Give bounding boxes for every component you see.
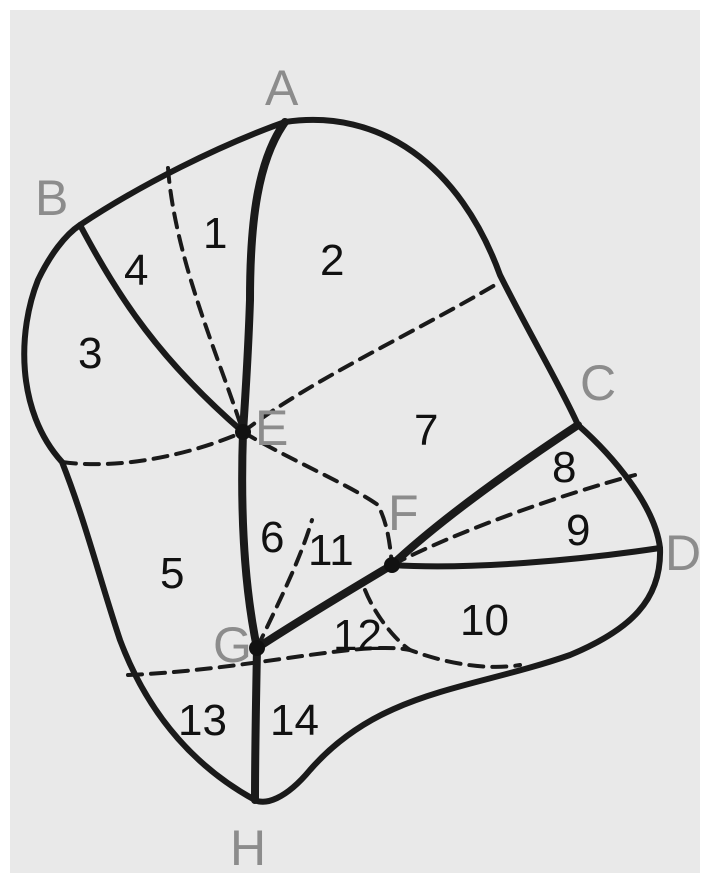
region-label-11: 11 [308, 526, 354, 575]
region-label-7: 7 [414, 406, 438, 455]
region-label-14: 14 [270, 696, 319, 745]
vertex-label-d: D [665, 525, 701, 581]
dashed-e-right [241, 280, 502, 434]
region-label-1: 1 [203, 209, 227, 258]
region-label-13: 13 [178, 696, 227, 745]
vertex-label-c: C [580, 355, 616, 411]
dashed-g-mid [255, 518, 314, 650]
vertex-label-b: B [35, 170, 68, 226]
dashed-lower [126, 646, 522, 677]
node-e [235, 424, 251, 440]
vertex-label-e: E [255, 400, 288, 456]
dashed-f-d-upper [390, 473, 637, 567]
region-label-6: 6 [260, 513, 284, 562]
node-f [384, 557, 400, 573]
edge-b-e [77, 222, 246, 435]
region-label-3: 3 [78, 329, 102, 378]
vertex-label-a: A [265, 60, 299, 116]
edge-g-f [253, 561, 396, 652]
edge-f-c [388, 421, 582, 569]
dashed-left-e [60, 430, 245, 467]
region-label-2: 2 [320, 236, 344, 285]
vertex-label-g: G [213, 617, 252, 673]
region-label-5: 5 [160, 549, 184, 598]
edge-e-g [238, 428, 261, 652]
edge-a-e [239, 118, 289, 436]
region-label-12: 12 [333, 611, 382, 660]
vertex-label-h: H [230, 820, 266, 876]
region-label-8: 8 [552, 443, 576, 492]
region-label-10: 10 [460, 596, 509, 645]
edge-g-h [251, 644, 261, 804]
region-label-9: 9 [566, 506, 590, 555]
region-label-4: 4 [124, 246, 148, 295]
dashed-1-4 [166, 166, 245, 434]
edge-f-d [389, 545, 663, 570]
outer-boundary [21, 116, 664, 805]
dashed-e-f [241, 430, 394, 567]
dashed-f-12 [363, 588, 412, 652]
node-g [249, 640, 265, 656]
vertex-label-f: F [388, 485, 419, 541]
